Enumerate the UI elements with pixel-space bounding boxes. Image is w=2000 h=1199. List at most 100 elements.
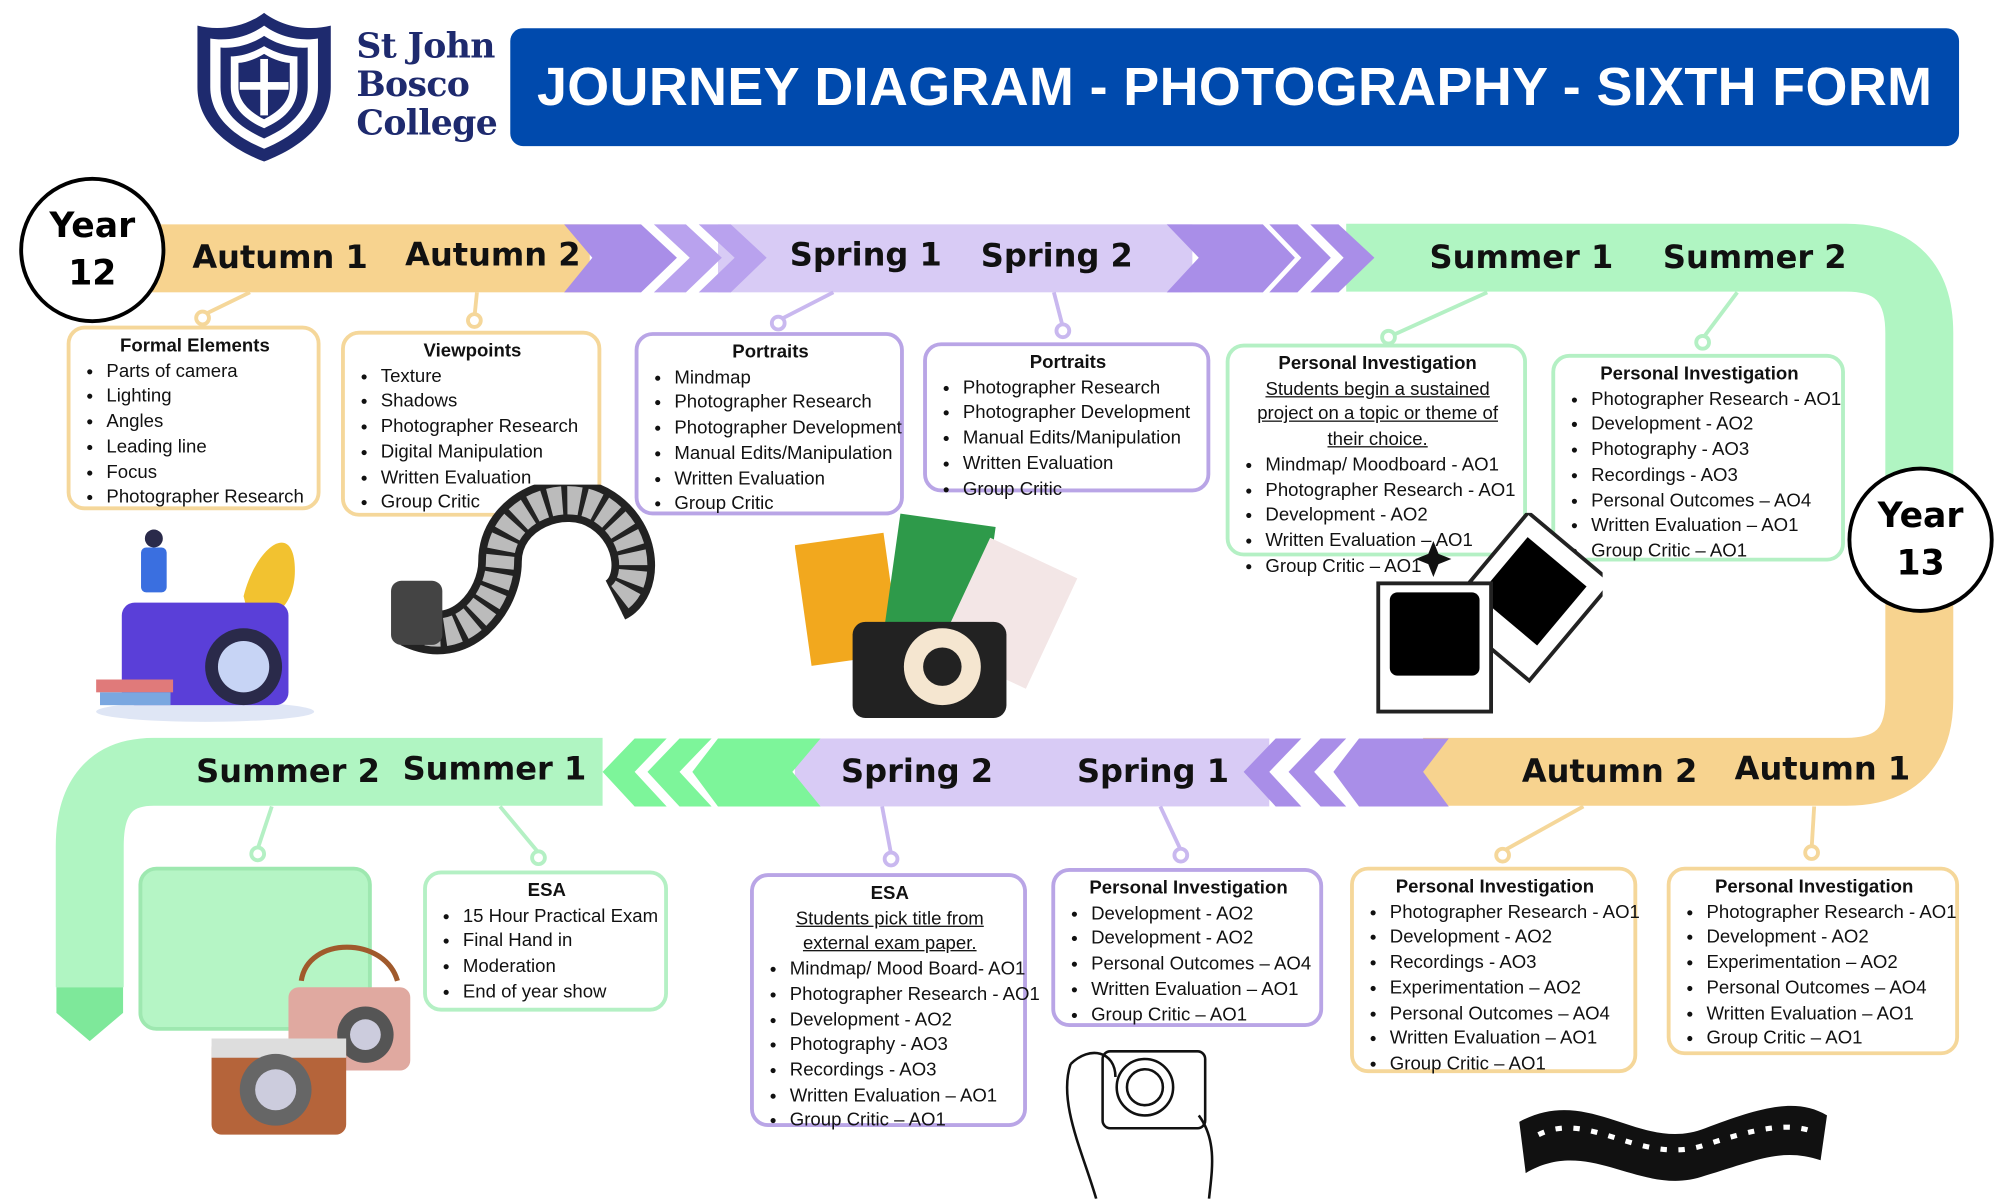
season-summer-1: Summer 1 [1429, 238, 1614, 276]
page-title: JOURNEY DIAGRAM - PHOTOGRAPHY - SIXTH FO… [536, 56, 1933, 117]
list-item: Written Evaluation – AO1 [790, 1084, 1016, 1109]
list-item: Photographer Research - AO1 [1706, 901, 1956, 926]
box-title: Personal Investigation [1089, 878, 1288, 899]
list-item: Development - AO2 [1091, 902, 1312, 927]
personal-investigation-box: Personal InvestigationPhotographer Resea… [1551, 353, 1845, 565]
box-title: Formal Elements [119, 335, 270, 357]
chevron [1333, 738, 1449, 807]
chevron [564, 224, 677, 293]
list-item: Shadows [381, 390, 590, 415]
list-item: Personal Outcomes – AO4 [1390, 1002, 1626, 1027]
list-item: Group Critic – AO1 [1706, 1027, 1947, 1052]
chevron [1243, 738, 1302, 807]
list-item: Written Evaluation – AO1 [1706, 1002, 1947, 1027]
track-summer-y13 [55, 737, 603, 988]
season-spring-1: Spring 1 [1076, 752, 1230, 790]
box-list: 15 Hour Practical ExamFinal Hand inModer… [437, 905, 658, 1006]
list-item: Photography - AO3 [1591, 439, 1833, 464]
list-item: Manual Edits/Manipulation [674, 442, 892, 467]
logo-line: St John [356, 26, 495, 67]
list-item: Development - AO2 [1390, 926, 1626, 951]
year-number: 13 [1896, 543, 1945, 584]
logo-line: Bosco [356, 65, 470, 106]
school-name-logo: St John Bosco College [356, 28, 497, 143]
list-item: Written Evaluation – AO1 [1265, 529, 1515, 554]
list-item: Photographer Research [106, 486, 309, 511]
year-12-badge: Year 12 [19, 176, 166, 324]
box-list: Parts of cameraLightingAnglesLeading lin… [81, 360, 309, 512]
season-spring-2: Spring 2 [980, 237, 1133, 275]
list-item: 15 Hour Practical Exam [463, 905, 658, 930]
formal-elements-box: Formal ElementsParts of cameraLightingAn… [66, 325, 321, 512]
box-list: Photographer Research - AO1Development -… [1565, 388, 1841, 565]
list-item: Photographer Research - AO1 [1591, 388, 1841, 413]
list-item: Photographer Research - AO1 [790, 983, 1040, 1008]
list-item: Group Critic – AO1 [790, 1109, 1016, 1134]
chevron [1288, 738, 1347, 807]
box-title: Portraits [732, 342, 809, 363]
chevron [1310, 224, 1375, 293]
season-summer-2: Summer 2 [196, 752, 380, 790]
list-item: Photographer Development [963, 402, 1199, 427]
polaroid-photos-illustration [1376, 512, 1603, 714]
list-item: Personal Outcomes – AO4 [1091, 953, 1312, 978]
list-item: Development - AO2 [1591, 413, 1833, 438]
box-title: Personal Investigation [1395, 876, 1595, 898]
year-number: 12 [68, 253, 117, 294]
box-title: Personal Investigation [1600, 364, 1799, 385]
list-item: Personal Outcomes – AO4 [1706, 977, 1947, 1002]
title-banner: JOURNEY DIAGRAM - PHOTOGRAPHY - SIXTH FO… [510, 28, 1960, 147]
chevron [1166, 224, 1295, 293]
list-item: Photographer Research - AO1 [1265, 479, 1515, 504]
chevron [647, 738, 712, 807]
box-title: ESA [870, 883, 909, 904]
box-title: Portraits [1029, 352, 1107, 374]
season-spring-1: Spring 1 [789, 235, 942, 274]
season-autumn-1: Autumn 1 [192, 238, 368, 276]
hands-holding-camera-illustration [1065, 1050, 1214, 1199]
list-item: Manual Edits/Manipulation [963, 427, 1199, 452]
box-intro: Students pick title from external exam p… [795, 908, 984, 955]
list-item: Texture [381, 365, 590, 390]
year-label: Year [49, 206, 136, 247]
box-list: MindmapPhotographer ResearchPhotographer… [649, 366, 901, 518]
logo-line: College [356, 103, 498, 144]
chevron [602, 738, 667, 807]
list-item: Written Evaluation – AO1 [1091, 978, 1312, 1003]
box-title: Personal Investigation [1714, 876, 1914, 898]
chevron [653, 224, 722, 293]
track-end-arrow [56, 987, 124, 1042]
season-summer-1: Summer 1 [402, 750, 587, 788]
box-list: Photographer Research - AO1Development -… [1681, 901, 1956, 1053]
list-item: Leading line [106, 436, 309, 461]
list-item: Lighting [106, 385, 309, 410]
season-autumn-2: Autumn 2 [405, 235, 581, 274]
list-item: Recordings - AO3 [1390, 951, 1626, 976]
list-item: Photography - AO3 [790, 1034, 1016, 1059]
list-item: Photographer Development [674, 417, 901, 442]
list-item: Group Critic [963, 478, 1199, 503]
film-strip-illustration [1519, 1105, 1827, 1181]
list-item: Group Critic [674, 493, 892, 518]
box-title: ESA [527, 880, 566, 902]
list-item: Development - AO2 [1091, 927, 1312, 952]
list-item: Angles [106, 410, 309, 435]
viewpoints-box: ViewpointsTextureShadowsPhotographer Res… [341, 330, 602, 517]
esa-box: ESA Students pick title from external exa… [750, 873, 1040, 1131]
box-title: Personal Investigation [1278, 353, 1477, 375]
box-title: Viewpoints [423, 341, 522, 362]
list-item: Mindmap/ Mood Board- AO1 [790, 958, 1026, 983]
list-item: Mindmap/ Moodboard - AO1 [1265, 454, 1515, 479]
esa-box: ESA 15 Hour Practical ExamFinal Hand inMo… [423, 870, 668, 1012]
season-autumn-1: Autumn 1 [1734, 750, 1911, 788]
portraits-box: PortraitsPhotographer ResearchPhotograph… [923, 342, 1211, 499]
photographer-on-camera-illustration [96, 529, 315, 722]
list-item: Moderation [463, 955, 657, 980]
list-item: Photographer Research [963, 377, 1199, 402]
list-item: End of year show [463, 981, 657, 1006]
track-autumn-y13 [1423, 551, 1954, 806]
list-item: Written Evaluation – AO1 [1390, 1027, 1626, 1052]
